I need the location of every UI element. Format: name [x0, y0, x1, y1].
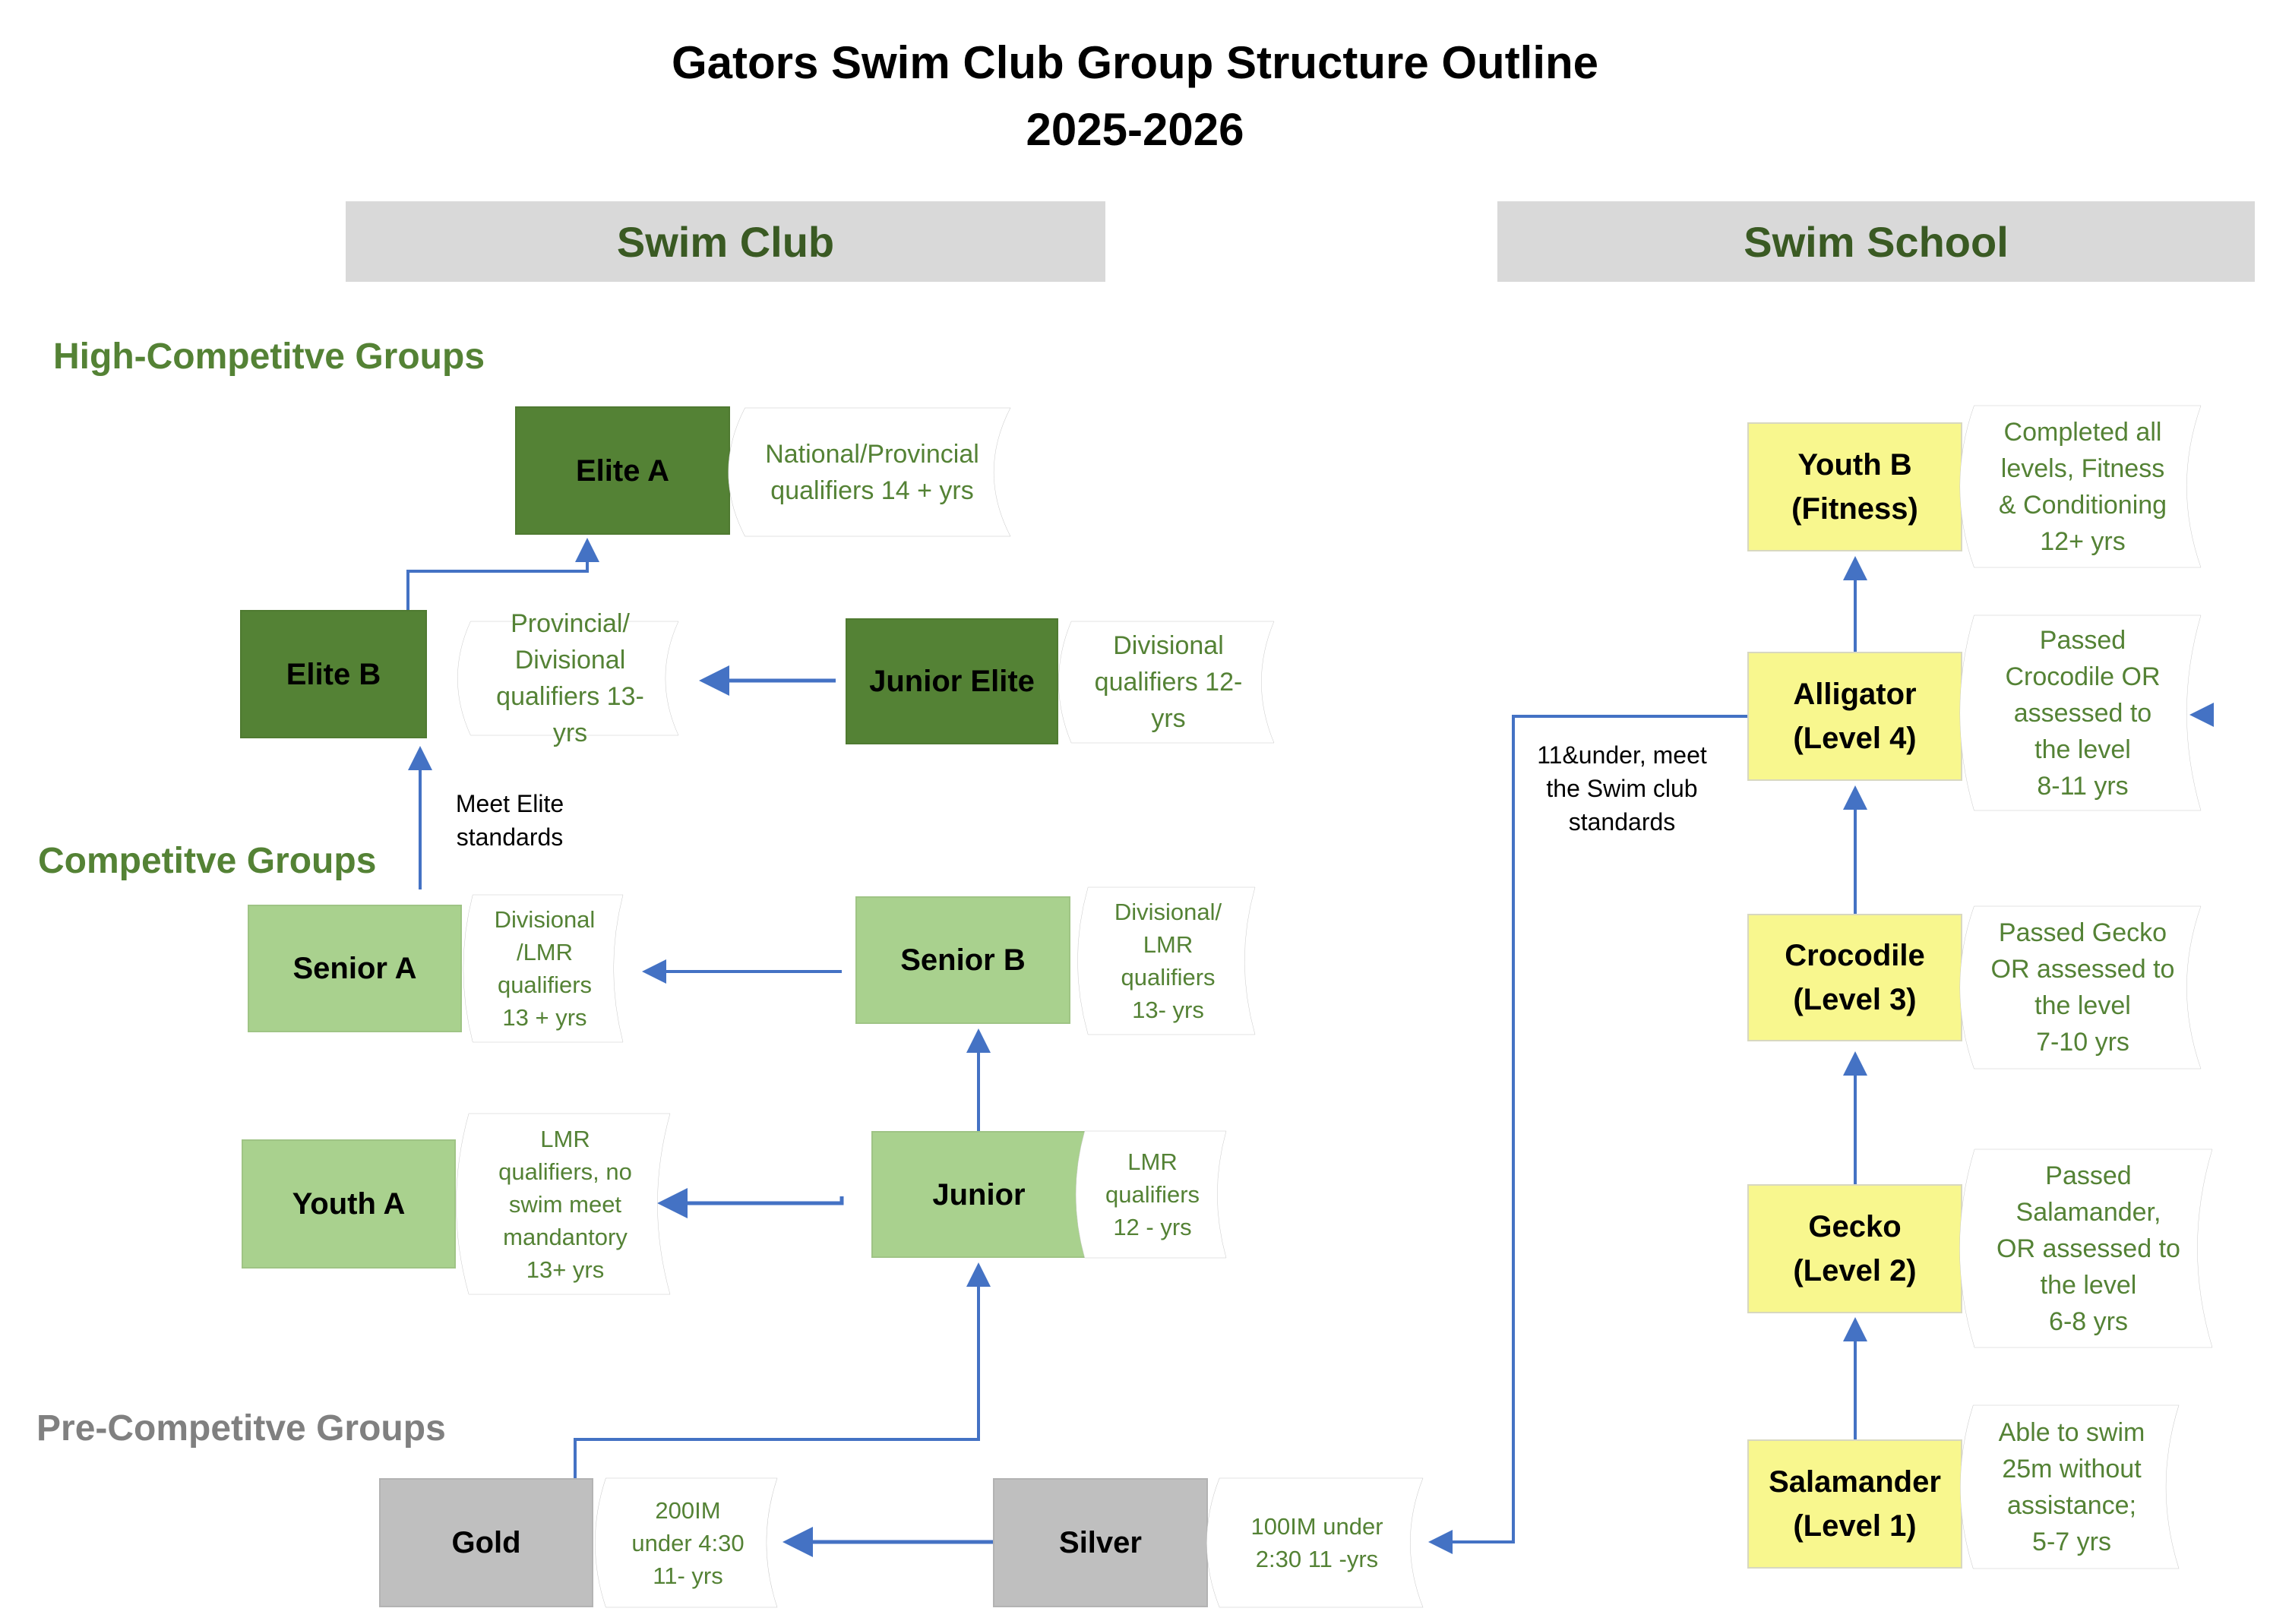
criteria-senior-a: Divisional /LMR qualifiers 13 + yrs: [466, 895, 623, 1042]
criteria-elite-b-text: Provincial/ Divisional qualifiers 13- yr…: [496, 609, 644, 747]
page-title-line1: Gators Swim Club Group Structure Outline: [671, 37, 1599, 88]
criteria-senior-a-text: Divisional /LMR qualifiers 13 + yrs: [494, 906, 596, 1031]
level-gecko: Gecko (Level 2): [1747, 1184, 1962, 1313]
criteria-youth-a: LMR qualifiers, no swim meet mandantory …: [460, 1114, 670, 1294]
tier-label-high-competitive: High-Competitve Groups: [53, 336, 485, 377]
criteria-crocodile-text: Passed Gecko OR assessed to the level 7-…: [1990, 918, 2175, 1057]
group-junior-name: Junior: [932, 1177, 1026, 1212]
criteria-alligator: Passed Crocodile OR assessed to the leve…: [1965, 615, 2201, 810]
arrow-gold-to-junior: [574, 1262, 991, 1478]
criteria-shape: [1965, 1149, 2212, 1348]
group-silver-name: Silver: [1059, 1526, 1142, 1559]
criteria-gold-text: 200IM under 4:30 11- yrs: [631, 1496, 745, 1589]
group-elite-a: Elite A: [515, 406, 730, 535]
group-senior-b: Senior B: [855, 896, 1070, 1024]
criteria-senior-b-text: Divisional/ LMR qualifiers 13- yrs: [1114, 899, 1222, 1023]
criteria-junior-elite: Divisional qualifiers 12- yrs: [1063, 621, 1274, 743]
criteria-elite-a: National/Provincial qualifiers 14 + yrs: [734, 408, 1010, 536]
group-junior-elite-name: Junior Elite: [869, 665, 1035, 698]
criteria-shape: [599, 1478, 777, 1607]
group-elite-b: Elite B: [240, 610, 427, 738]
level-youth-b-name: Youth B (Fitness): [1791, 448, 1918, 526]
arrow-junior-to-youtha: [657, 1188, 844, 1218]
level-youth-b: Youth B (Fitness): [1747, 422, 1962, 551]
tier-label-pre-competitive: Pre-Competitve Groups: [36, 1408, 446, 1449]
group-senior-a: Senior A: [248, 905, 462, 1032]
group-senior-a-name: Senior A: [292, 952, 417, 985]
criteria-shape: [1965, 1405, 2179, 1569]
swim-school-header: Swim School: [1497, 201, 2255, 282]
group-junior: Junior: [871, 1131, 1086, 1258]
level-crocodile-name: Crocodile (Level 3): [1785, 939, 1925, 1016]
level-alligator: Alligator (Level 4): [1747, 652, 1962, 781]
criteria-salamander-text: Able to swim 25m without assistance; 5-7…: [1998, 1417, 2145, 1556]
criteria-salamander: Able to swim 25m without assistance; 5-7…: [1965, 1405, 2179, 1569]
criteria-elite-a-text: National/Provincial qualifiers 14 + yrs: [765, 439, 979, 505]
criteria-youth-b: Completed all levels, Fitness & Conditio…: [1965, 406, 2201, 567]
arrow-eliteb-to-elitea: [406, 538, 599, 610]
criteria-senior-b: Divisional/ LMR qualifiers 13- yrs: [1081, 887, 1255, 1035]
group-elite-a-name: Elite A: [576, 453, 669, 488]
tier-label-competitive: Competitve Groups: [38, 841, 377, 881]
swim-club-header-label: Swim Club: [616, 217, 835, 266]
group-silver: Silver: [993, 1478, 1208, 1607]
group-youth-a-name: Youth A: [292, 1187, 406, 1221]
level-gecko-name: Gecko (Level 2): [1793, 1210, 1917, 1288]
criteria-shape: [734, 408, 1010, 536]
criteria-shape: [1965, 615, 2201, 810]
criteria-shape: [1965, 906, 2201, 1069]
criteria-alligator-text: Passed Crocodile OR assessed to the leve…: [2005, 625, 2161, 801]
arrow-alligator-to-silver: [1428, 715, 1747, 1554]
note-school-to-club: 11&under, meet the Swim club standards: [1537, 741, 1707, 836]
criteria-silver-text: 100IM under 2:30 11 -yrs: [1250, 1513, 1383, 1572]
criteria-shape: [460, 1114, 670, 1294]
criteria-youth-b-text: Completed all levels, Fitness & Conditio…: [1998, 417, 2167, 556]
group-junior-elite: Junior Elite: [846, 618, 1058, 744]
criteria-junior-text: LMR qualifiers 12 - yrs: [1105, 1148, 1200, 1240]
criteria-junior-elite-text: Divisional qualifiers 12- yrs: [1094, 631, 1243, 733]
note-meet-elite-standards: Meet Elite standards: [455, 790, 564, 851]
criteria-shape: [466, 895, 623, 1042]
criteria-shape: [1079, 1131, 1226, 1258]
criteria-shape: [1063, 621, 1274, 743]
group-senior-b-name: Senior B: [900, 943, 1026, 977]
level-salamander-name: Salamander (Level 1): [1769, 1465, 1941, 1543]
level-crocodile: Crocodile (Level 3): [1747, 914, 1962, 1041]
criteria-shape: [1965, 406, 2201, 567]
criteria-shape: [1211, 1478, 1423, 1607]
swim-school-header-label: Swim School: [1744, 217, 2009, 266]
criteria-gecko: Passed Salamander, OR assessed to the le…: [1965, 1149, 2212, 1348]
criteria-gecko-text: Passed Salamander, OR assessed to the le…: [1997, 1161, 2180, 1336]
criteria-shape: [462, 621, 678, 735]
criteria-silver: 100IM under 2:30 11 -yrs: [1211, 1478, 1423, 1607]
level-alligator-name: Alligator (Level 4): [1793, 678, 1917, 755]
group-gold: Gold: [379, 1478, 593, 1607]
group-youth-a: Youth A: [242, 1139, 456, 1269]
criteria-gold: 200IM under 4:30 11- yrs: [599, 1478, 777, 1607]
group-gold-name: Gold: [451, 1526, 521, 1559]
criteria-junior: LMR qualifiers 12 - yrs: [1079, 1131, 1226, 1258]
swim-club-header: Swim Club: [346, 201, 1105, 282]
criteria-crocodile: Passed Gecko OR assessed to the level 7-…: [1965, 906, 2201, 1069]
page-title-season: 2025-2026: [1026, 104, 1244, 155]
criteria-youth-a-text: LMR qualifiers, no swim meet mandantory …: [498, 1125, 632, 1283]
level-salamander: Salamander (Level 1): [1747, 1439, 1962, 1569]
criteria-elite-b: Provincial/ Divisional qualifiers 13- yr…: [462, 609, 678, 747]
criteria-shape: [1081, 887, 1255, 1035]
group-elite-b-name: Elite B: [286, 657, 381, 691]
